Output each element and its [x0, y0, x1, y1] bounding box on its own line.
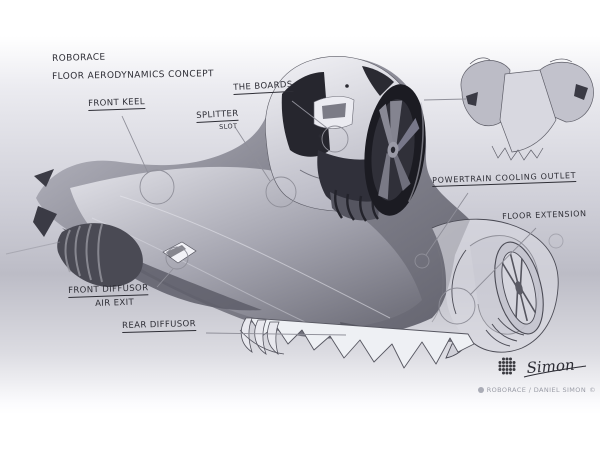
roborace-mark-icon — [477, 387, 484, 393]
inset-center-floor — [499, 69, 557, 153]
floor-crease-1 — [119, 195, 391, 319]
signature-flourish — [523, 365, 587, 378]
credit-text: ROBORACE / DANIEL SIMON — [486, 386, 587, 394]
label-splitter-text: SPLITTER — [195, 108, 239, 123]
nose-sensor-recess — [322, 103, 346, 119]
leader-boards — [291, 100, 328, 129]
front-rim-spokes — [378, 100, 420, 200]
rear-rim-spokes — [501, 253, 537, 322]
label-splitter-sub: SLOT — [218, 122, 238, 131]
credit-line: ROBORACE / DANIEL SIMON © — [477, 386, 596, 394]
leader-splitter — [234, 126, 271, 182]
inset-right-pod — [539, 61, 594, 123]
rear-hub — [515, 281, 523, 295]
front-hub-center — [390, 146, 396, 153]
leader-front-keel — [121, 115, 149, 174]
marker-rear-upper — [548, 233, 564, 249]
inset-dark-left — [466, 92, 478, 106]
diffuser-teeth — [249, 317, 475, 369]
front-tire-highlight — [407, 102, 424, 203]
halftone-globe-icon — [498, 357, 516, 375]
leader-powertrain — [425, 192, 469, 256]
leader-rear-diffusor — [205, 332, 347, 336]
cooling-pod — [330, 192, 380, 221]
cooling-pod-ribs — [334, 189, 379, 222]
marker-splitter-slot — [265, 176, 297, 208]
label-splitter: SPLITTER — [195, 108, 239, 123]
marker-boards — [321, 125, 349, 153]
marker-floor-extension — [438, 287, 476, 325]
annotation-marks — [5, 98, 564, 336]
tire-ribs — [64, 223, 103, 283]
canopy-window-left — [281, 72, 330, 157]
rear-wheel — [494, 241, 544, 335]
label-rear-diffusor: REAR DIFFUSOR — [121, 319, 197, 333]
signature-block: Simon — [498, 356, 587, 378]
label-front-keel-text: FRONT KEEL — [87, 97, 146, 111]
label-rear-diffusor-text: REAR DIFFUSOR — [121, 319, 197, 333]
canopy-window-right — [362, 66, 394, 96]
inset-teeth — [491, 145, 544, 161]
front-keel-fin-upper — [34, 169, 54, 187]
diffuser-fingers — [240, 317, 280, 355]
air-exit-slot-shadow — [166, 245, 186, 258]
label-front-diffusor-sub: AIR EXIT — [94, 297, 135, 309]
front-keel-fin-lower — [33, 206, 57, 237]
leader-inset-guideline — [423, 98, 467, 101]
artist-signature: Simon — [526, 356, 575, 377]
rear-arch-lip — [451, 249, 467, 315]
marker-air-exit — [165, 246, 189, 270]
leader-front-diffusor — [156, 268, 174, 288]
marker-front-keel — [139, 169, 175, 205]
front-wheel — [364, 84, 426, 216]
rear-fender-outline — [431, 218, 559, 353]
inset-top-lines — [469, 57, 573, 65]
marker-powertrain — [414, 253, 430, 269]
construction-line-left — [5, 241, 61, 255]
label-title-line1: ROBORACE — [51, 52, 106, 64]
sensor-dot-left — [318, 134, 322, 138]
rear-seam — [429, 229, 444, 323]
rear-view-inset — [460, 57, 594, 161]
leader-floor-extension — [469, 227, 537, 296]
label-front-keel: FRONT KEEL — [87, 97, 146, 111]
floor-extension-strakes — [485, 317, 525, 347]
inset-dark-right — [574, 84, 588, 100]
copyright-icon: © — [589, 386, 596, 394]
sensor-dot-top — [345, 84, 349, 88]
rear-diffuser — [239, 317, 475, 369]
